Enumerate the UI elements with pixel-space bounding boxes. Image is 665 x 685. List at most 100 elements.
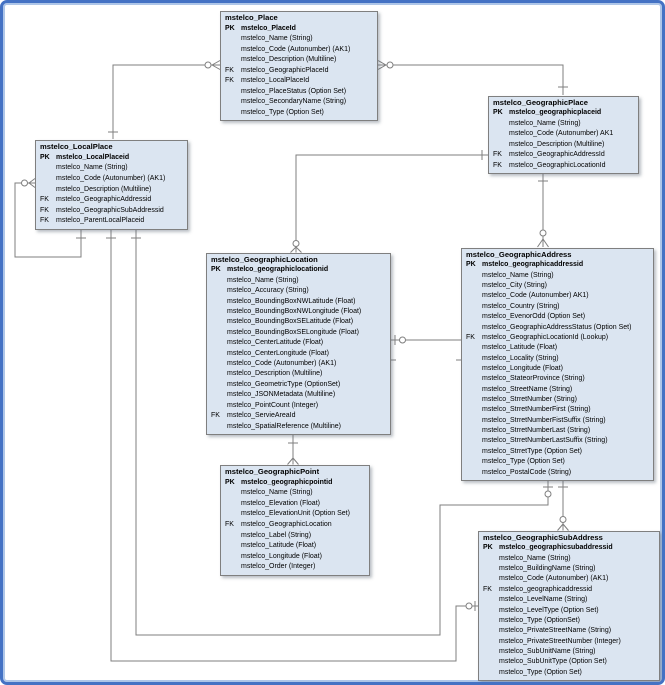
attribute-name: mstelco_Order (Integer) — [241, 563, 316, 571]
connector-geographiclocation-geographicaddress[interactable] — [386, 335, 466, 361]
attribute-row: mstelco_Type (OptionSet) — [479, 616, 659, 626]
attribute-row: mstelco_CenterLatitude (Float) — [207, 338, 390, 348]
attribute-name: mstelco_ServieAreaId — [227, 412, 296, 420]
attribute-name: mstelco_BoundingBoxSELongitude (Float) — [227, 328, 359, 336]
attribute-row: mstelco_BoundingBoxNWLongitude (Float) — [207, 307, 390, 317]
attribute-row: mstelco_Code (Autonumber) (AK1) — [479, 574, 659, 584]
attribute-name: mstelco_Latitude (Float) — [482, 344, 558, 352]
attribute-name: mstelco_Type (Option Set) — [482, 458, 565, 466]
attribute-row: mstelco_Type (Option Set) — [221, 108, 377, 119]
attribute-row: mstelco_StrretType (Option Set) — [462, 447, 653, 457]
attribute-row: mstelco_StreetName (String) — [462, 385, 653, 395]
attribute-name: mstelco_geographicaddressid — [499, 585, 592, 593]
attribute-name: mstelco_GeographicLocation — [241, 520, 332, 528]
attribute-name: mstelco_Longitude (Float) — [241, 552, 322, 560]
attribute-name: mstelco_Elevation (Float) — [241, 499, 320, 507]
attribute-name: mstelco_BuildingName (String) — [499, 565, 596, 573]
attribute-name: mstelco_BoundingBoxNWLatitude (Float) — [227, 297, 356, 305]
attribute-row: mstelco_Country (String) — [462, 302, 653, 312]
attribute-name: mstelco_EvenorOdd (Option Set) — [482, 313, 586, 321]
attribute-name: mstelco_geographicplaceid — [509, 109, 602, 117]
attribute-name: mstelco_Description (Multiline) — [56, 185, 152, 193]
connector-localplace-self[interactable] — [14, 178, 86, 258]
attribute-name: mstelco_City (String) — [482, 282, 547, 290]
attribute-name: mstelco_StrretType (Option Set) — [482, 447, 582, 455]
connector-place-localplace[interactable] — [108, 60, 221, 140]
attribute-name: mstelco_GeographicPlaceId — [241, 66, 329, 74]
attribute-name: mstelco_PrivateStreetNumber (Integer) — [499, 637, 621, 645]
key-prefix: PK — [211, 266, 221, 274]
attribute-row: mstelco_Type (Option Set) — [479, 668, 659, 678]
attribute-name: mstelco_PlaceStatus (Option Set) — [241, 87, 347, 95]
attribute-row: mstelco_StrretNumberFistSuffix (String) — [462, 416, 653, 426]
attribute-row: mstelco_Latitude (Float) — [221, 541, 369, 552]
entity-title: mstelco_GeographicPlace — [493, 98, 588, 107]
attribute-row: mstelco_Order (Integer) — [221, 562, 369, 573]
attribute-row: mstelco_StrretNumberLastSuffix (String) — [462, 436, 653, 446]
attribute-name: mstelco_ElevationUnit (Option Set) — [241, 510, 350, 518]
attribute-row: mstelco_Latitude (Float) — [462, 343, 653, 353]
entity-title: mstelco_GeographicPoint — [225, 467, 320, 476]
attribute-name: mstelco_Latitude (Float) — [241, 542, 317, 550]
attribute-name: mstelco_Accuracy (String) — [227, 287, 309, 295]
attribute-name: mstelco_Label (String) — [241, 531, 312, 539]
attribute-row: mstelco_City (String) — [462, 281, 653, 291]
attribute-name: mstelco_GeographicAddressId — [509, 151, 605, 159]
connector-localplace-geographicaddress[interactable] — [131, 230, 553, 636]
key-prefix: PK — [225, 24, 235, 32]
attribute-row: mstelco_StateorProvince (String) — [462, 374, 653, 384]
key-prefix: FK — [493, 161, 502, 169]
attribute-name: mstelco_Longitude (Float) — [482, 364, 563, 372]
attribute-row: mstelco_Name (String) — [221, 488, 369, 499]
connector-place-geographicplace[interactable] — [377, 60, 568, 96]
connector-geographiclocation-geographicpoint[interactable] — [287, 435, 299, 465]
attribute-row: mstelco_StrretNumber (String) — [462, 395, 653, 405]
attribute-name: mstelco_Description (Multiline) — [241, 56, 337, 63]
attribute-row: PK mstelco_geographiclocationid — [207, 265, 390, 275]
attribute-row: mstelco_CenterLongitude (Float) — [207, 349, 390, 359]
connector-geographicplace-geographicaddress[interactable] — [537, 174, 549, 248]
attribute-row: mstelco_GeographicAddressStatus (Option … — [462, 323, 653, 333]
attribute-row: mstelco_EvenorOdd (Option Set) — [462, 312, 653, 322]
attribute-name: mstelco_Name (String) — [56, 164, 128, 172]
attribute-row: mstelco_LevelName (String) — [479, 595, 659, 605]
attribute-row: mstelco_Type (Option Set) — [462, 457, 653, 467]
attribute-row: mstelco_Description (Multiline) — [489, 140, 638, 150]
key-prefix: PK — [40, 153, 50, 161]
attribute-row: mstelco_PlaceStatus (Option Set) — [221, 87, 377, 98]
connector-geographicplace-geographiclocation[interactable] — [290, 150, 489, 253]
connector-localplace-geographicsubaddress[interactable] — [106, 230, 478, 662]
attribute-row: mstelco_PointCount (Integer) — [207, 401, 390, 411]
key-prefix: PK — [466, 261, 476, 269]
attribute-name: mstelco_geographiclocationid — [227, 266, 329, 274]
entity-title: mstelco_Place — [225, 13, 278, 22]
attribute-row: mstelco_SecondaryName (String) — [221, 97, 377, 108]
attribute-row: mstelco_Name (String) — [36, 163, 187, 174]
attribute-name: mstelco_StrretNumberLastSuffix (String) — [482, 437, 608, 445]
attribute-row: mstelco_ElevationUnit (Option Set) — [221, 509, 369, 520]
attribute-name: mstelco_Description (Multiline) — [509, 140, 605, 148]
attribute-name: mstelco_Name (String) — [227, 276, 299, 284]
key-prefix: FK — [225, 520, 234, 528]
connector-geographicaddress-geographicsubaddress[interactable] — [557, 481, 569, 531]
attribute-name: mstelco_CenterLongitude (Float) — [227, 349, 329, 357]
attribute-name: mstelco_Name (String) — [241, 489, 313, 497]
